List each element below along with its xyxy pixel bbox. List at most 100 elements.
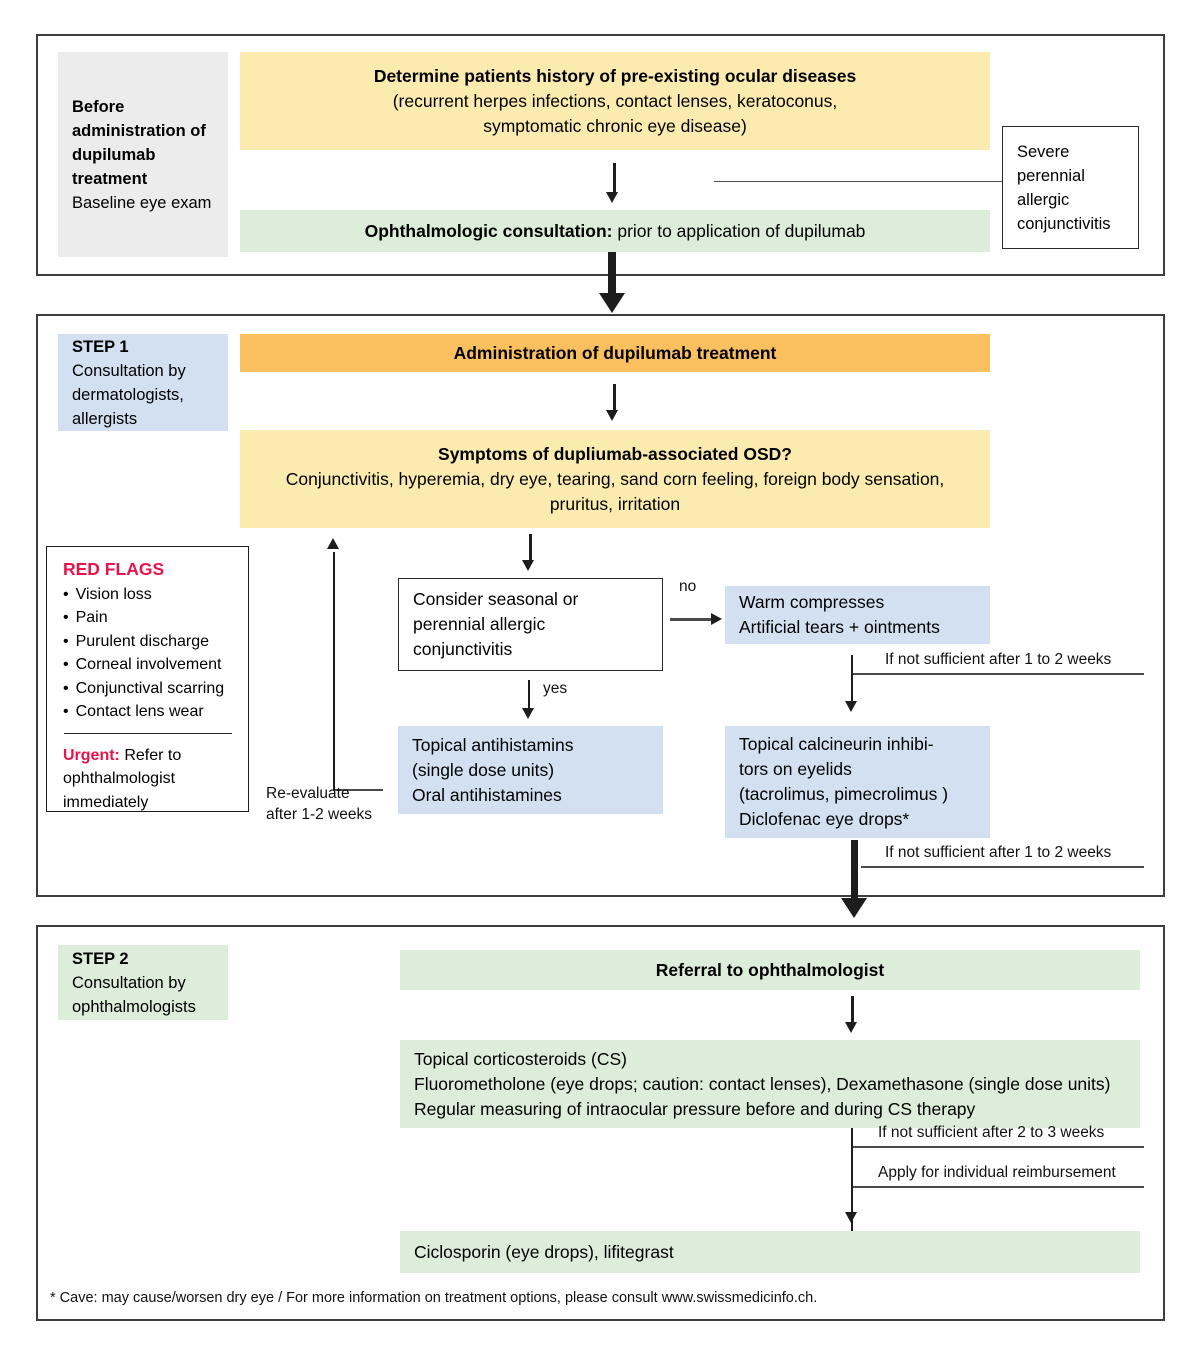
determine-history-detail-2: symptomatic chronic eye disease) [483, 115, 747, 136]
box-referral-ophthalmologist: Referral to ophthalmologist [400, 950, 1140, 990]
decision-line-2: perennial allergic [413, 614, 546, 634]
antihistamins-line-3: Oral antihistamines [412, 784, 562, 805]
arrowhead-symptoms-to-decision [522, 560, 534, 571]
warm-line-2: Artificial tears + ointments [739, 617, 940, 637]
loop-label-line-1: Re-evaluate [266, 785, 350, 802]
decision-line-3: conjunctivitis [413, 639, 513, 659]
edge-rule-reimbursement [853, 1186, 1144, 1188]
connector-callout-leader [714, 181, 1002, 183]
loop-label-line-2: after 1-2 weeks [266, 806, 372, 823]
loop-label-re-evaluate: Re-evaluate after 1-2 weeks [266, 783, 386, 825]
connector-history-to-consultation [613, 163, 616, 195]
edge-label-not-sufficient-2: If not sufficient after 1 to 2 weeks [885, 844, 1112, 861]
edge-rule-not-sufficient-1 [853, 673, 1144, 675]
arrowhead-decision-to-warm [711, 613, 722, 625]
branch-label-no: no [679, 578, 697, 595]
arrowhead-panel1-to-panel2 [599, 293, 625, 313]
corticosteroids-line-1: Topical corticosteroids (CS) [414, 1048, 627, 1069]
administration-dupilumab-text: Administration of dupilumab treatment [453, 342, 777, 363]
determine-history-title: Determine patients history of pre-existi… [373, 65, 857, 86]
sidelabel-before-administration: Before administration of dupilumab treat… [58, 52, 228, 257]
red-flags-urgent: Urgent: Refer to ophthalmologist immedia… [63, 744, 234, 815]
red-flags-item: Vision loss [63, 583, 234, 607]
red-flags-item: Corneal involvement [63, 653, 234, 677]
edge-rule-not-sufficient-2 [861, 866, 1144, 868]
red-flags-item: Purulent discharge [63, 630, 234, 654]
edge-rule-not-sufficient-3 [853, 1146, 1144, 1148]
ophthalmologic-consultation-rest: prior to application of dupilumab [612, 220, 866, 241]
ophthalmologic-consultation-label: Ophthalmologic consultation: [364, 220, 613, 241]
box-severe-perennial-callout: Severe perennial allergic conjunctivitis [1002, 126, 1139, 249]
corticosteroids-line-2: Fluorometholone (eye drops; caution: con… [414, 1073, 1111, 1094]
referral-ophthalmologist-text: Referral to ophthalmologist [655, 959, 885, 980]
box-warm-compresses: Warm compresses Artificial tears + ointm… [725, 586, 990, 644]
connector-panel1-to-panel2 [608, 252, 616, 298]
corticosteroids-line-3: Regular measuring of intraocular pressur… [414, 1098, 976, 1119]
connector-administration-to-symptoms [613, 384, 616, 414]
connector-panel2-to-panel3 [851, 840, 858, 904]
box-red-flags: RED FLAGS Vision loss Pain Purulent disc… [46, 546, 249, 812]
sidelabel-step1: STEP 1 Consultation by dermatologists, a… [58, 334, 228, 431]
calcineurin-line-1: Topical calcineurin inhibi- [739, 734, 934, 754]
red-flags-title: RED FLAGS [63, 559, 165, 579]
box-topical-antihistamins: Topical antihistamins (single dose units… [398, 726, 663, 814]
footnote-cave: * Cave: may cause/worsen dry eye / For m… [50, 1290, 818, 1306]
calcineurin-line-2: tors on eyelids [739, 759, 852, 779]
sidelabel-step2-sub-2: ophthalmologists [72, 997, 196, 1016]
decision-line-1: Consider seasonal or [413, 589, 579, 609]
ophthalmologic-consultation-text: Ophthalmologic consultation: prior to ap… [254, 219, 976, 244]
connector-warm-to-calcineurin [851, 655, 854, 705]
arrowhead-decision-to-antihistamins [522, 708, 534, 719]
symptoms-osd-line-2: pruritus, irritation [549, 493, 681, 514]
ciclosporin-text: Ciclosporin (eye drops), lifitegrast [414, 1241, 674, 1262]
box-topical-calcineurin: Topical calcineurin inhibi- tors on eyel… [725, 726, 990, 838]
sidelabel-step1-sub-2: dermatologists, [72, 385, 184, 404]
callout-line-2: perennial [1017, 166, 1085, 185]
connector-loop-vertical [333, 552, 336, 791]
box-symptoms-osd: Symptoms of dupliumab-associated OSD? Co… [240, 430, 990, 528]
arrowhead-administration-to-symptoms [606, 410, 618, 421]
box-administration-dupilumab: Administration of dupilumab treatment [240, 334, 990, 372]
callout-line-1: Severe [1017, 142, 1070, 161]
arrowhead-loop-to-symptoms [327, 538, 339, 549]
sidelabel-step2-sub-1: Consultation by [72, 973, 186, 992]
arrowhead-panel2-to-panel3 [841, 898, 867, 918]
connector-decision-to-warm [670, 618, 714, 621]
branch-label-yes: yes [543, 680, 568, 697]
symptoms-osd-title: Symptoms of dupliumab-associated OSD? [438, 443, 792, 464]
box-determine-history: Determine patients history of pre-existi… [240, 52, 990, 150]
sidelabel-before-sub: Baseline eye exam [72, 193, 212, 212]
box-consider-allergic-conjunctivitis: Consider seasonal or perennial allergic … [398, 578, 663, 671]
edge-label-reimbursement: Apply for individual reimbursement [878, 1164, 1116, 1181]
calcineurin-line-3: (tacrolimus, pimecrolimus ) [739, 784, 949, 804]
arrowhead-corticosteroids-to-ciclosporin [845, 1212, 857, 1223]
box-ophthalmologic-consultation: Ophthalmologic consultation: prior to ap… [240, 210, 990, 252]
warm-line-1: Warm compresses [739, 592, 885, 612]
box-topical-corticosteroids: Topical corticosteroids (CS) Fluorometho… [400, 1040, 1140, 1128]
determine-history-detail-1: (recurrent herpes infections, contact le… [392, 90, 838, 111]
antihistamins-line-1: Topical antihistamins [412, 734, 574, 755]
box-ciclosporin: Ciclosporin (eye drops), lifitegrast [400, 1231, 1140, 1273]
connector-loop-bottom [333, 789, 383, 792]
connector-referral-to-corticosteroids [851, 996, 854, 1026]
edge-label-not-sufficient-3: If not sufficient after 2 to 3 weeks [878, 1124, 1105, 1141]
red-flags-urgent-label: Urgent: [63, 746, 120, 764]
arrowhead-warm-to-calcineurin [845, 701, 857, 712]
symptoms-osd-line-1: Conjunctivitis, hyperemia, dry eye, tear… [285, 468, 945, 489]
antihistamins-line-2: (single dose units) [412, 759, 555, 780]
connector-symptoms-to-decision [529, 534, 532, 564]
red-flags-item: Conjunctival scarring [63, 677, 234, 701]
red-flags-item: Pain [63, 606, 234, 630]
red-flags-divider [64, 732, 232, 734]
sidelabel-step2-heading: STEP 2 [72, 949, 129, 968]
sidelabel-step1-sub-1: Consultation by [72, 361, 186, 380]
connector-corticosteroids-to-ciclosporin [851, 1128, 854, 1231]
sidelabel-before-heading: Before administration of dupilumab treat… [72, 97, 206, 188]
sidelabel-step1-sub-3: allergists [72, 409, 138, 428]
sidelabel-step2: STEP 2 Consultation by ophthalmologists [58, 945, 228, 1020]
calcineurin-line-4: Diclofenac eye drops* [739, 809, 910, 829]
edge-label-not-sufficient-1: If not sufficient after 1 to 2 weeks [885, 651, 1112, 668]
callout-line-4: conjunctivitis [1017, 214, 1111, 233]
red-flags-urgent-rest: Refer to ophthalmologist immediately [63, 746, 182, 811]
